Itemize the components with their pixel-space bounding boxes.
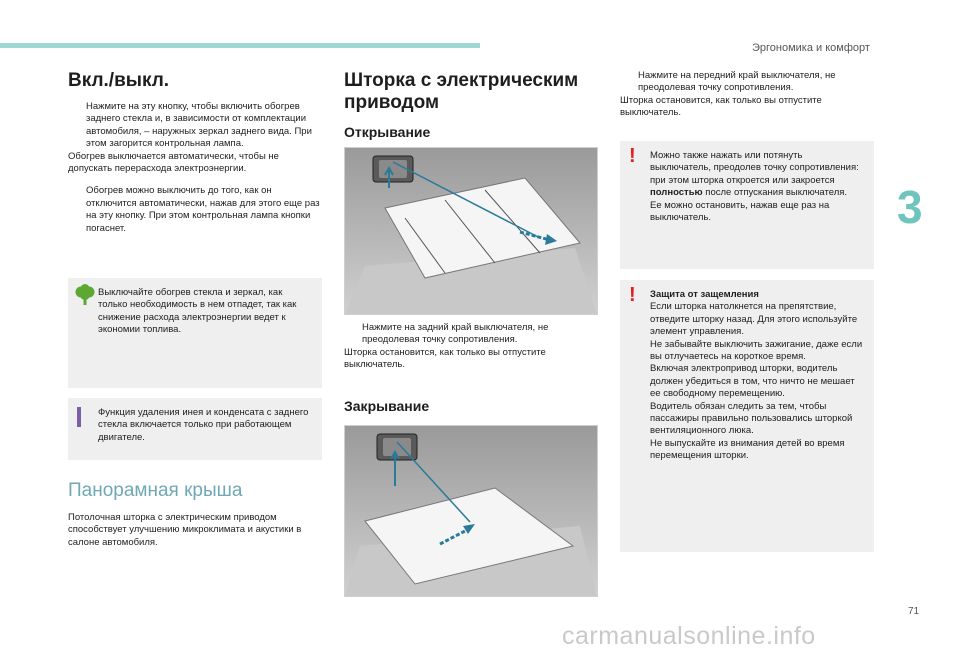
- info-text: Функция удаления инея и конденсата с зад…: [98, 407, 309, 443]
- heading-closing: Закрывание: [344, 397, 430, 414]
- bullet-icon: [344, 322, 362, 347]
- column-3: Нажмите на передний край выключателя, не…: [620, 70, 876, 120]
- bullet-paragraph: Нажмите на передний край выключателя, не…: [620, 70, 876, 95]
- warning-text: после отпускания выключателя.: [702, 187, 848, 199]
- warning-box-full-operation: ! Можно также нажать или потянуть выключ…: [620, 141, 874, 269]
- roof-closing-diagram: [345, 426, 597, 596]
- bullet-icon: [68, 185, 86, 235]
- heading-opening: Открывание: [344, 124, 431, 140]
- opening-instructions: Нажмите на задний край выключателя, не п…: [344, 322, 600, 414]
- panoramic-text: Потолочная шторка с электрическим привод…: [68, 512, 302, 548]
- paragraph-text: Шторка остановится, как только вы отпуст…: [344, 346, 546, 371]
- warning-icon: !: [629, 284, 636, 306]
- heading-panoramic-roof: Панорамная крыша: [68, 480, 243, 501]
- warning-title: Защита от защемления: [650, 289, 759, 300]
- warning-text: Не выпускайте из внимания детей во время…: [650, 437, 845, 462]
- warning-text: Ее можно остановить, нажав еще раз на вы…: [650, 199, 830, 224]
- info-icon: [77, 407, 81, 427]
- closing-illustration: [344, 425, 598, 597]
- paragraph-text: Нажмите на эту кнопку, чтобы включить об…: [86, 101, 312, 150]
- paragraph-text: Шторка остановится, как только вы отпуст…: [620, 94, 822, 119]
- bullet-icon: [620, 70, 638, 95]
- chapter-number: 3: [897, 181, 923, 233]
- bullet-icon: [68, 101, 86, 151]
- heading-on-off: Вкл./выкл.: [68, 70, 170, 91]
- column-2: Шторка с электрическим приводом Открыван…: [344, 70, 600, 140]
- opening-illustration: [344, 147, 598, 315]
- warning-text: Не забывайте выключить зажигание, даже е…: [650, 338, 863, 363]
- watermark: carmanualsonline.info: [562, 622, 816, 650]
- bullet-paragraph: Обогрев можно выключить до того, как он …: [68, 185, 324, 235]
- top-accent-bar: [0, 43, 480, 48]
- bullet-paragraph: Нажмите на задний край выключателя, не п…: [344, 322, 600, 347]
- column-1: Вкл./выкл. Нажмите на эту кнопку, чтобы …: [68, 70, 324, 235]
- bullet-paragraph: Нажмите на эту кнопку, чтобы включить об…: [68, 101, 324, 151]
- roof-opening-diagram: [345, 148, 597, 314]
- info-box: Функция удаления инея и конденсата с зад…: [68, 398, 322, 460]
- eco-leaf-icon: [75, 284, 95, 310]
- paragraph-text: Обогрев можно выключить до того, как он …: [86, 185, 320, 234]
- eco-tip-text: Выключайте обогрев стекла и зеркал, как …: [98, 287, 297, 336]
- warning-icon: !: [629, 145, 636, 167]
- paragraph-text: Нажмите на передний край выключателя, не…: [638, 70, 836, 94]
- section-header: Эргономика и комфорт: [752, 42, 870, 54]
- warning-text: Если шторка натолкнется на препятствие, …: [650, 301, 858, 338]
- paragraph-text: Нажмите на задний край выключателя, не п…: [362, 322, 549, 346]
- warning-bold-text: полностью: [650, 187, 703, 199]
- warning-text: Водитель обязан следить за тем, чтобы па…: [650, 400, 853, 437]
- panoramic-section: Панорамная крыша Потолочная шторка с эле…: [68, 480, 324, 549]
- eco-tip-box: Выключайте обогрев стекла и зеркал, как …: [68, 278, 322, 388]
- warning-text: Включая электропривод шторки, водитель д…: [650, 363, 855, 400]
- page-number: 71: [908, 606, 920, 617]
- warning-text: Можно также нажать или потянуть выключат…: [650, 150, 859, 186]
- warning-box-anti-pinch: ! Защита от защемления Если шторка натол…: [620, 280, 874, 552]
- paragraph-text: Обогрев выключается автоматически, чтобы…: [68, 150, 279, 175]
- heading-electric-blind: Шторка с электрическим приводом: [344, 70, 579, 113]
